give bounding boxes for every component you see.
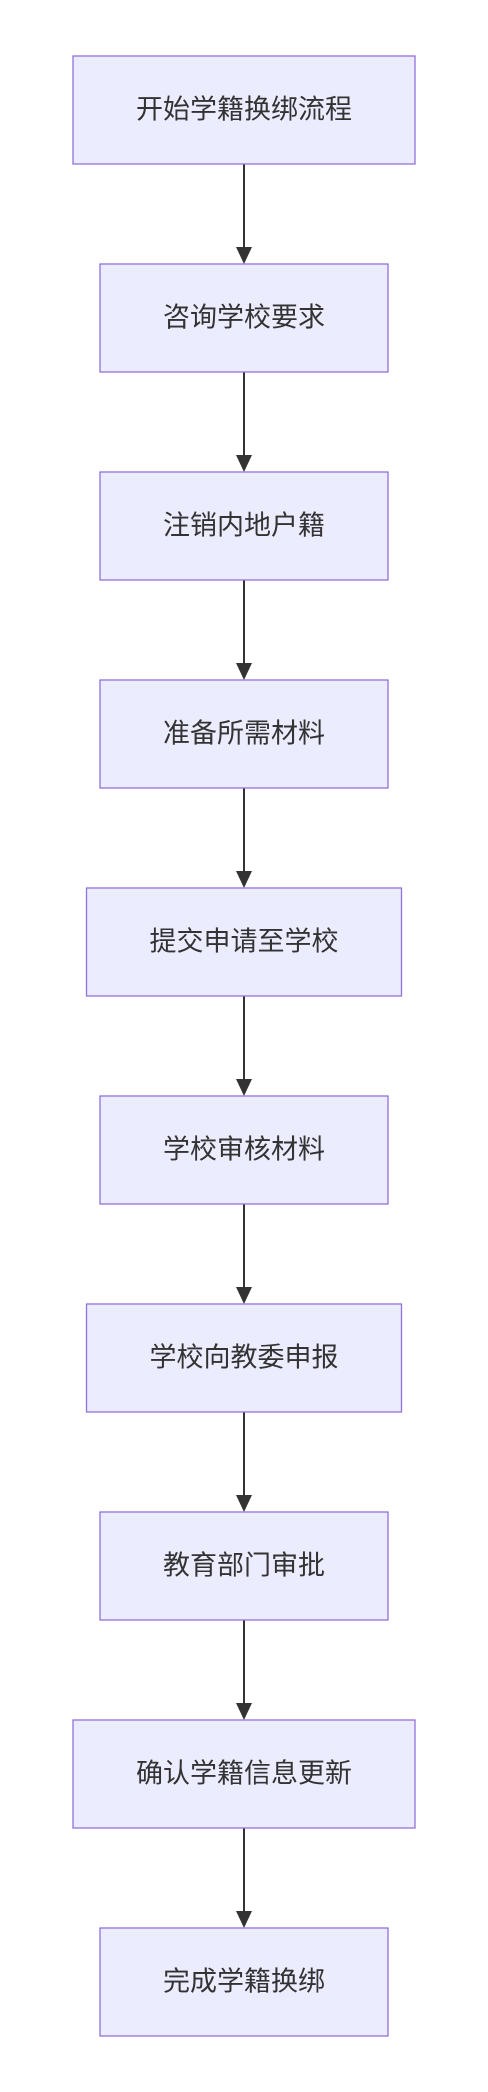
flow-node-box [99, 471, 389, 581]
flow-node: 学校向教委申报 [85, 1303, 403, 1413]
flow-edge [236, 372, 252, 472]
arrow-head-icon [236, 1287, 252, 1304]
flow-node-label: 准备所需材料 [163, 719, 325, 750]
flow-node-box [85, 887, 403, 997]
flow-edge [236, 1620, 252, 1720]
flow-edge [236, 580, 252, 680]
flow-node: 教育部门审批 [99, 1511, 389, 1621]
flow-edge [236, 1204, 252, 1304]
arrow-head-icon [236, 247, 252, 264]
arrow-head-icon [236, 1079, 252, 1096]
flow-node-box [99, 1511, 389, 1621]
flow-node: 咨询学校要求 [99, 263, 389, 373]
flow-node-label: 开始学籍换绑流程 [136, 95, 352, 126]
flow-node-box [99, 1095, 389, 1205]
arrow-head-icon [236, 663, 252, 680]
flow-node-box [72, 1719, 416, 1829]
arrow-head-icon [236, 871, 252, 888]
arrow-head-icon [236, 1495, 252, 1512]
flow-node: 提交申请至学校 [85, 887, 403, 997]
flow-node-box [72, 55, 416, 165]
flow-node-box [99, 1927, 389, 2037]
edges-layer [236, 164, 252, 1928]
flow-node-label: 提交申请至学校 [150, 927, 339, 958]
arrow-head-icon [236, 1911, 252, 1928]
flow-node-label: 咨询学校要求 [163, 303, 325, 334]
flow-edge [236, 788, 252, 888]
flow-node-label: 注销内地户籍 [163, 511, 325, 542]
flow-node-box [85, 1303, 403, 1413]
flow-edge [236, 996, 252, 1096]
arrow-head-icon [236, 1703, 252, 1720]
nodes-layer: 开始学籍换绑流程咨询学校要求注销内地户籍准备所需材料提交申请至学校学校审核材料学… [72, 55, 416, 2037]
arrow-head-icon [236, 455, 252, 472]
flow-node-label: 确认学籍信息更新 [136, 1759, 352, 1790]
flow-node: 开始学籍换绑流程 [72, 55, 416, 165]
flow-node: 学校审核材料 [99, 1095, 389, 1205]
flow-node-label: 完成学籍换绑 [163, 1967, 325, 1998]
flow-node: 准备所需材料 [99, 679, 389, 789]
flow-node: 完成学籍换绑 [99, 1927, 389, 2037]
flow-edge [236, 1412, 252, 1512]
flow-edge [236, 1828, 252, 1928]
flow-node-label: 学校审核材料 [163, 1135, 325, 1166]
flow-node-box [99, 263, 389, 373]
flow-node: 确认学籍信息更新 [72, 1719, 416, 1829]
flow-edge [236, 164, 252, 264]
flow-node-box [99, 679, 389, 789]
flow-node: 注销内地户籍 [99, 471, 389, 581]
flow-node-label: 学校向教委申报 [150, 1343, 339, 1374]
flow-node-label: 教育部门审批 [163, 1551, 325, 1582]
